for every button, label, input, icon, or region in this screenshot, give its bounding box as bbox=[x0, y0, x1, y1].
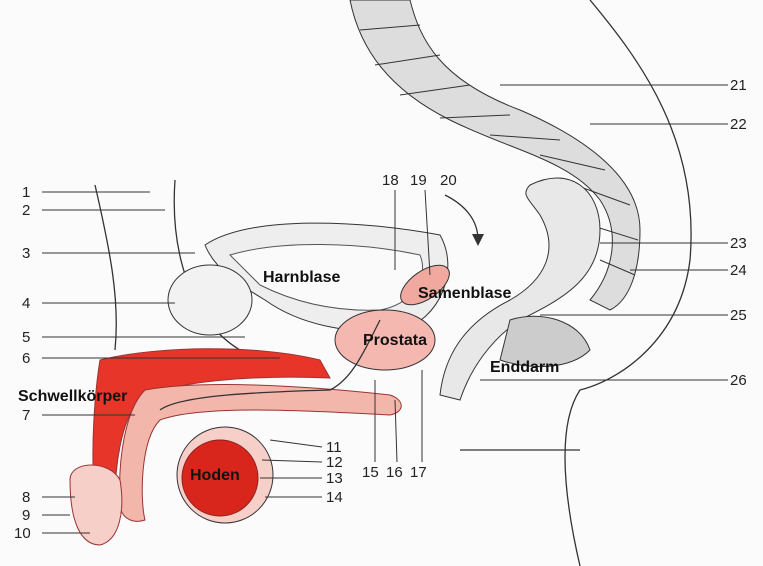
label-11: 11 bbox=[326, 439, 342, 456]
label-1: 1 bbox=[22, 184, 30, 201]
label-25: 25 bbox=[730, 307, 747, 324]
urethra bbox=[159, 319, 381, 411]
body-outline bbox=[564, 0, 692, 566]
seminal-vesicle bbox=[400, 264, 450, 306]
label-26: 26 bbox=[730, 372, 747, 389]
leader-lines-right bbox=[480, 84, 728, 381]
label-13: 13 bbox=[326, 470, 343, 487]
label-2: 2 bbox=[22, 202, 30, 219]
spine bbox=[349, 0, 641, 311]
label-21: 21 bbox=[730, 77, 747, 94]
label-20: 20 bbox=[440, 172, 457, 189]
label-23: 23 bbox=[730, 235, 747, 252]
label-18: 18 bbox=[382, 172, 399, 189]
pubic-symphysis bbox=[167, 264, 253, 336]
glans bbox=[69, 464, 123, 546]
testis bbox=[181, 439, 259, 517]
label-8: 8 bbox=[22, 489, 30, 506]
label-15: 15 bbox=[362, 464, 379, 481]
label-14: 14 bbox=[326, 489, 343, 506]
label-24: 24 bbox=[730, 262, 747, 279]
leader-lines-left bbox=[42, 191, 280, 534]
number-labels: 1 2 3 4 5 6 7 8 9 10 11 12 13 14 15 16 1… bbox=[14, 77, 747, 542]
label-7: 7 bbox=[22, 407, 30, 424]
arrow-20-shaft bbox=[444, 194, 479, 241]
label-12: 12 bbox=[326, 454, 343, 471]
label-4: 4 bbox=[22, 295, 30, 312]
label-harnblase: Harnblase bbox=[263, 269, 340, 286]
label-samenblase: Samenblase bbox=[418, 285, 511, 302]
label-22: 22 bbox=[730, 116, 747, 133]
leader-lines-center bbox=[260, 189, 431, 498]
label-3: 3 bbox=[22, 245, 30, 262]
rectum bbox=[439, 177, 601, 401]
anal-sphincter bbox=[499, 315, 591, 368]
arrow-20-head bbox=[472, 234, 484, 246]
label-10: 10 bbox=[14, 525, 31, 542]
label-17: 17 bbox=[410, 464, 427, 481]
label-schwellkoerper: Schwellkörper bbox=[18, 388, 127, 405]
label-16: 16 bbox=[386, 464, 403, 481]
label-9: 9 bbox=[22, 507, 30, 524]
label-19: 19 bbox=[410, 172, 427, 189]
label-hoden: Hoden bbox=[190, 467, 240, 484]
prostate bbox=[334, 309, 436, 371]
label-enddarm: Enddarm bbox=[490, 359, 559, 376]
abdomen-outline bbox=[94, 184, 117, 351]
label-5: 5 bbox=[22, 329, 30, 346]
label-prostata: Prostata bbox=[363, 332, 427, 349]
label-6: 6 bbox=[22, 350, 30, 367]
